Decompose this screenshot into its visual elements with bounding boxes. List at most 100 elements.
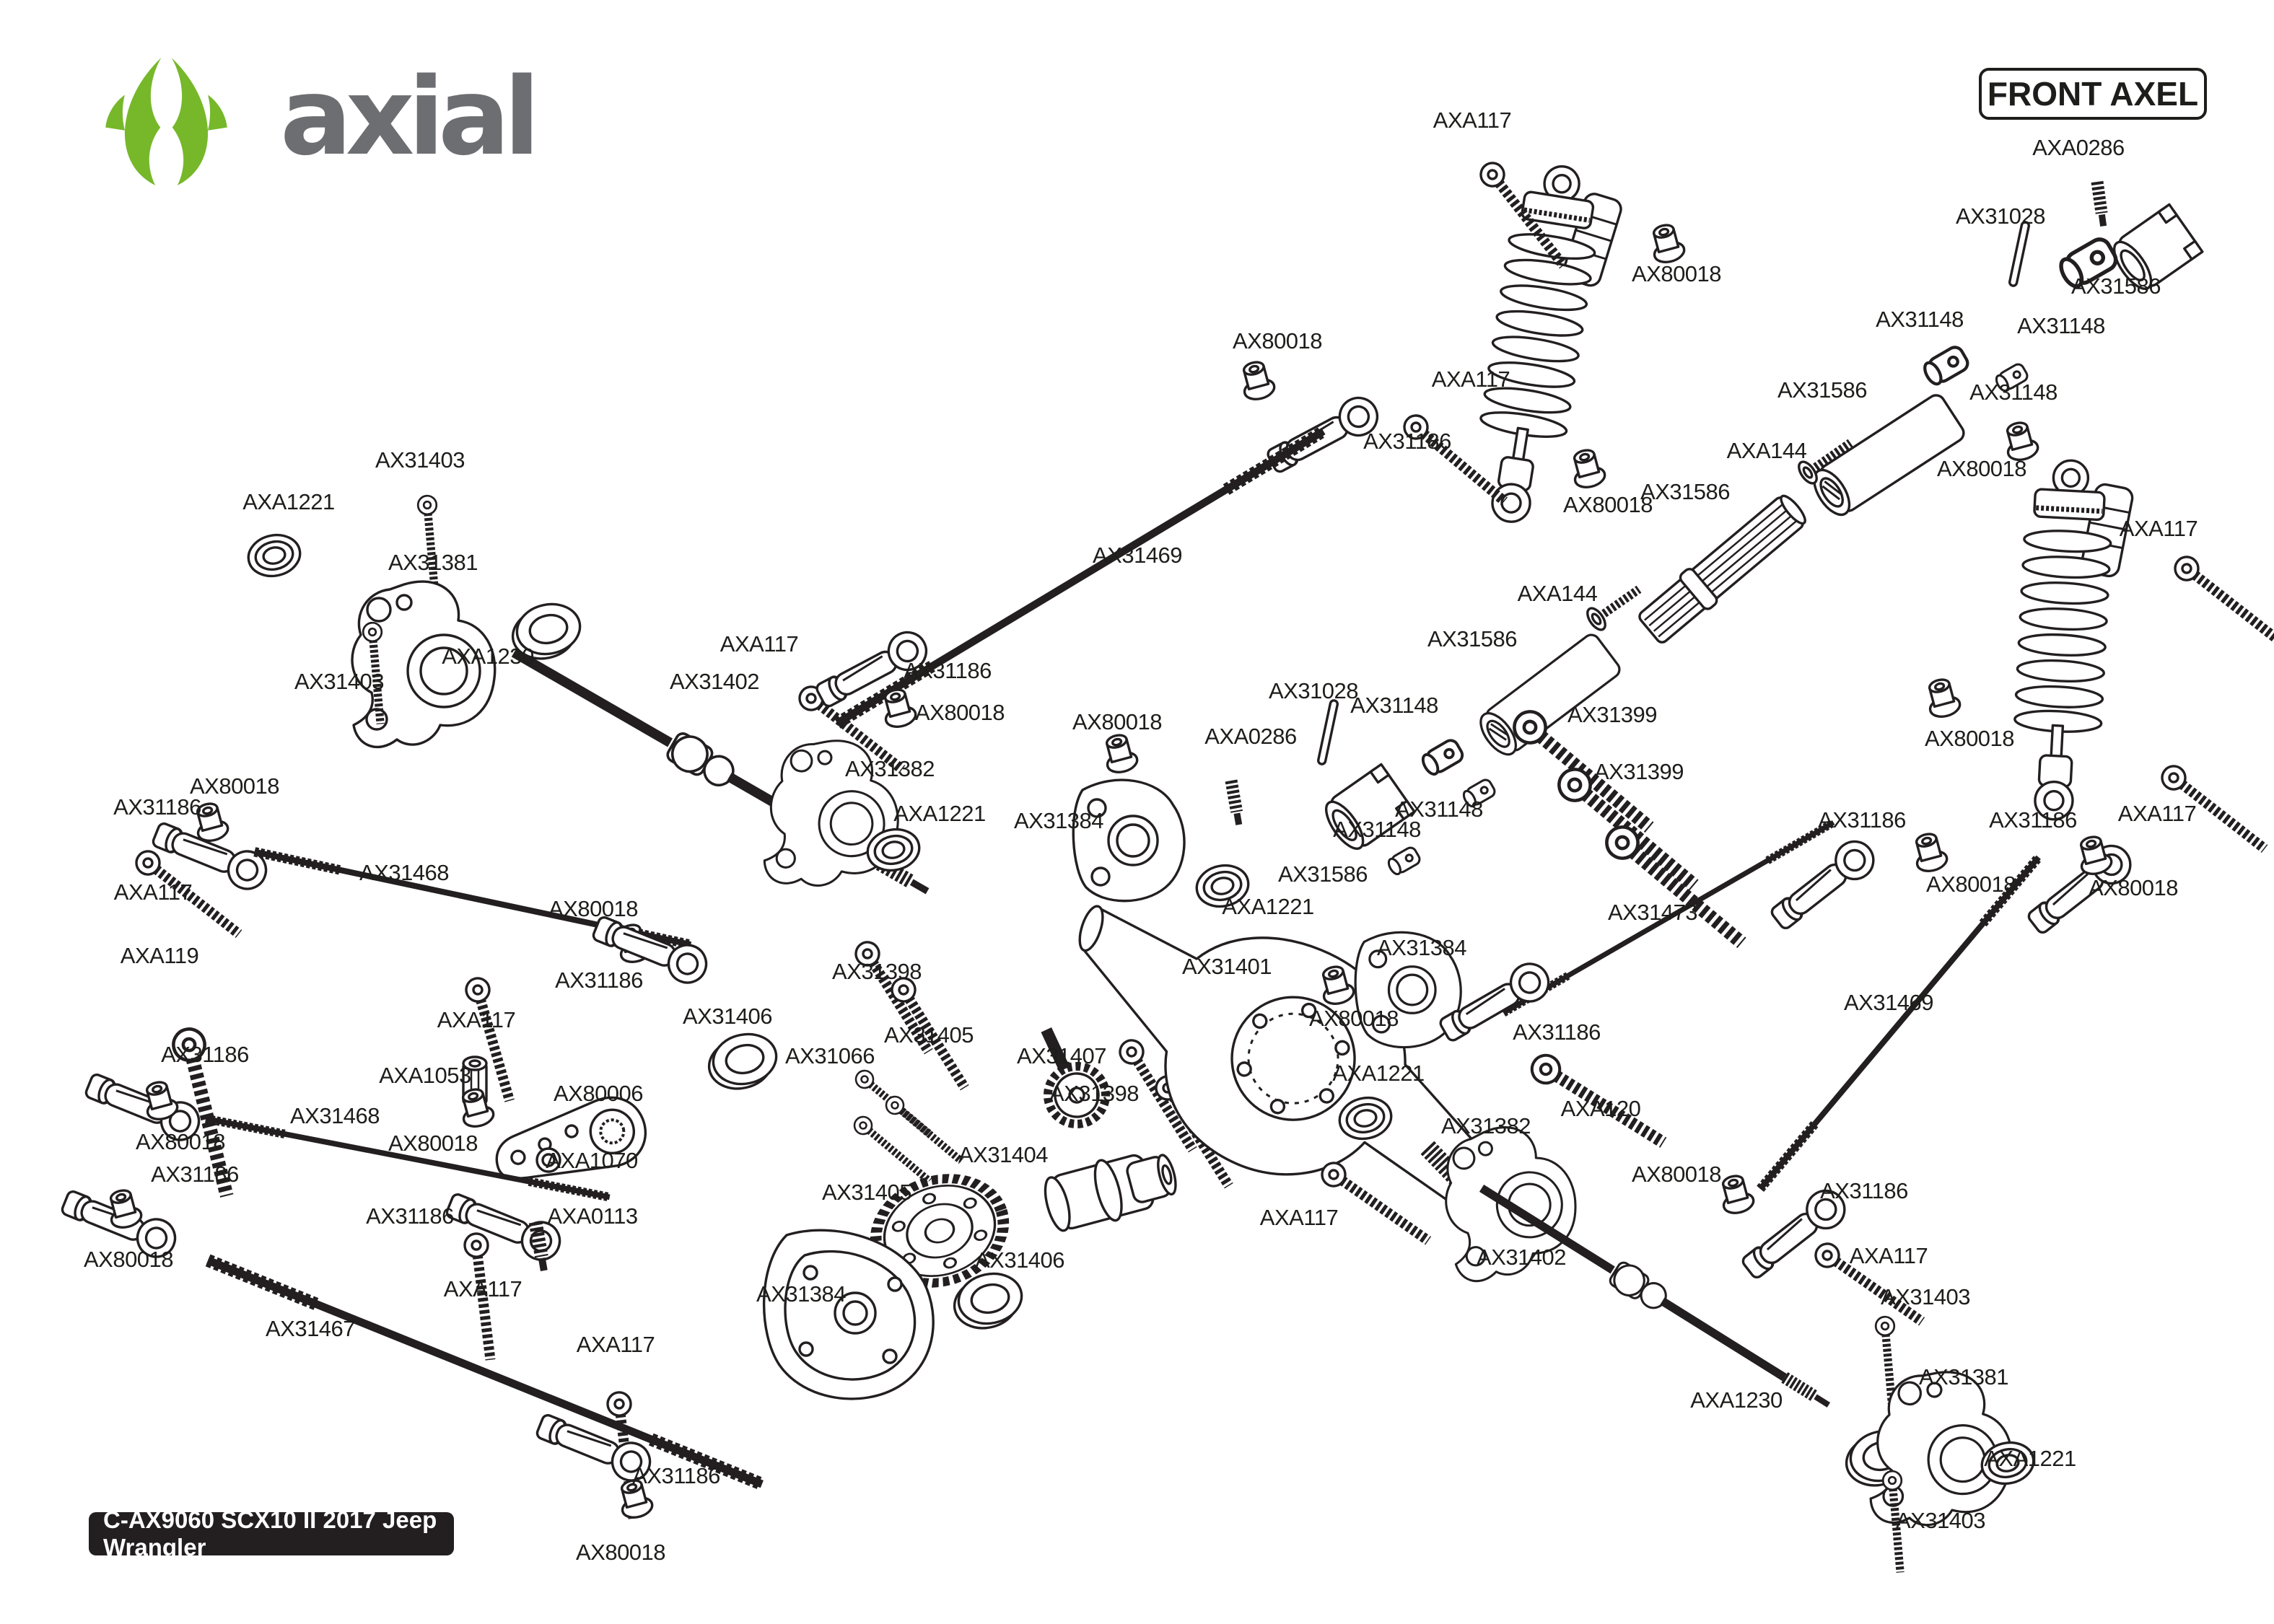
axial-logo-icon (105, 58, 227, 185)
part-label: AX80018 (1924, 726, 2015, 751)
part-label: AXA117 (576, 1332, 655, 1357)
part-label: AXA1221 (893, 801, 986, 826)
part-label: AX31066 (784, 1043, 875, 1068)
part-label: AXA1221 (1222, 894, 1314, 919)
part-label: AXA1230 (1690, 1387, 1783, 1413)
bushing-illustration (1236, 357, 1278, 404)
part-label: AXA117 (1849, 1243, 1928, 1268)
part-label: AXA1053 (379, 1063, 471, 1088)
part-label: AX80018 (914, 700, 1005, 725)
part-label: AXA117 (720, 631, 799, 657)
part-label: AX31398 (831, 959, 922, 984)
part-label: AX80018 (189, 773, 280, 799)
part-label: AX31403 (294, 669, 385, 694)
locker-illustration (1038, 1141, 1184, 1238)
setscrew-illustration (1231, 781, 1239, 825)
part-label: AX31405 (821, 1180, 912, 1205)
setscrew-illustration (2097, 182, 2104, 226)
part-label: AX31384 (1013, 808, 1104, 833)
part-label: AX31382 (1440, 1113, 1531, 1138)
part-label: AX31186 (1820, 1178, 1908, 1203)
part-label: AX31406 (974, 1247, 1065, 1273)
chub-illustration (1072, 778, 1186, 903)
part-label: AXA117 (443, 1276, 522, 1302)
part-label: AX80018 (135, 1129, 226, 1154)
part-label: AX80018 (1631, 261, 1722, 286)
diagram-title: FRONT AXEL (1987, 75, 2199, 113)
part-label: AX31399 (1593, 759, 1684, 784)
gearpinion-illustration (1020, 1017, 1115, 1133)
part-label: AXA117 (113, 879, 193, 905)
part-label: AX31148 (1969, 379, 2057, 405)
part-label: AXA1070 (546, 1148, 638, 1173)
bushing-illustration (1099, 730, 1141, 777)
pin-illustration (1316, 698, 1339, 766)
part-label: AX31186 (113, 794, 201, 820)
part-label: AX31586 (1277, 861, 1368, 887)
spline-illustration (1633, 487, 1814, 649)
part-label: AXA1221 (1332, 1061, 1425, 1086)
part-label: AX31586 (1777, 377, 1868, 403)
part-label: AX31186 (1818, 807, 1906, 833)
part-label: AX80018 (1631, 1162, 1722, 1187)
part-label: AX31407 (1016, 1043, 1107, 1068)
screw-illustration (1601, 821, 1752, 955)
part-label: AX80018 (1072, 709, 1163, 734)
part-label: AXA0113 (547, 1203, 638, 1229)
part-label: AX31186 (1513, 1019, 1601, 1045)
part-label: AX80018 (1562, 492, 1653, 517)
part-label: AX80018 (575, 1540, 666, 1565)
part-label: AX31148 (1395, 796, 1483, 822)
part-label: AX31186 (1989, 807, 2077, 833)
part-label: AX80018 (388, 1131, 478, 1156)
part-label: AX80018 (548, 896, 639, 921)
diagram-title-box: FRONT AXEL (1979, 68, 2207, 120)
part-label: AX31384 (1376, 935, 1467, 960)
part-label: AX31586 (1640, 479, 1731, 504)
model-code-box: C-AX9060 SCX10 II 2017 Jeep Wrangler (89, 1506, 454, 1561)
part-label: AX31469 (1843, 990, 1934, 1015)
part-label: AX31382 (844, 756, 935, 781)
part-label: AX31401 (1181, 954, 1272, 979)
part-label: AX31469 (1092, 543, 1183, 568)
part-label: AXA117 (1433, 107, 1512, 133)
part-label: AX31028 (1268, 678, 1359, 703)
part-label: AX31586 (1427, 626, 1518, 651)
part-label: AX80018 (2088, 875, 2179, 900)
part-label: AXA120 (1560, 1096, 1641, 1121)
setscrew-illustration (535, 1222, 544, 1270)
part-label: AX31403 (375, 447, 465, 473)
part-label: AXA1221 (242, 489, 335, 514)
part-label: AX31148 (1333, 817, 1421, 842)
part-label: AXA117 (1259, 1205, 1339, 1230)
model-code: C-AX9060 SCX10 II 2017 Jeep Wrangler (103, 1506, 437, 1561)
part-label: AX31384 (756, 1281, 847, 1307)
part-label: AX31586 (2070, 273, 2161, 299)
part-label: AXA117 (2119, 516, 2198, 541)
part-label: AX31186 (366, 1203, 454, 1229)
part-label: AX31403 (1880, 1284, 1971, 1309)
cross-illustration (1385, 844, 1423, 878)
part-label: AX31402 (669, 669, 760, 694)
part-label: AX31468 (359, 860, 450, 885)
part-label: AX31148 (1350, 693, 1438, 718)
part-label: AX31402 (1476, 1245, 1567, 1270)
part-label: AX31404 (958, 1142, 1049, 1167)
part-label: AX31186 (904, 658, 992, 683)
part-label: AX31148 (1876, 307, 1964, 332)
part-label: AXA1221 (1984, 1446, 2076, 1471)
part-label: AXA117 (437, 1007, 516, 1032)
part-label: AX31186 (555, 967, 643, 993)
part-label: AX31398 (1049, 1081, 1140, 1106)
bushing-illustration (1922, 675, 1964, 721)
part-label: AX31186 (151, 1162, 239, 1187)
part-label: AXA0286 (1204, 724, 1297, 749)
part-label: AXA117 (1431, 367, 1510, 392)
part-label: AX31381 (388, 550, 478, 575)
screw-illustration (2171, 553, 2274, 649)
part-label: AX31399 (1567, 702, 1658, 727)
brand-wordmark: axial (280, 55, 541, 179)
part-label: AXA0286 (2032, 135, 2125, 160)
part-label: AX80018 (1936, 456, 2027, 481)
